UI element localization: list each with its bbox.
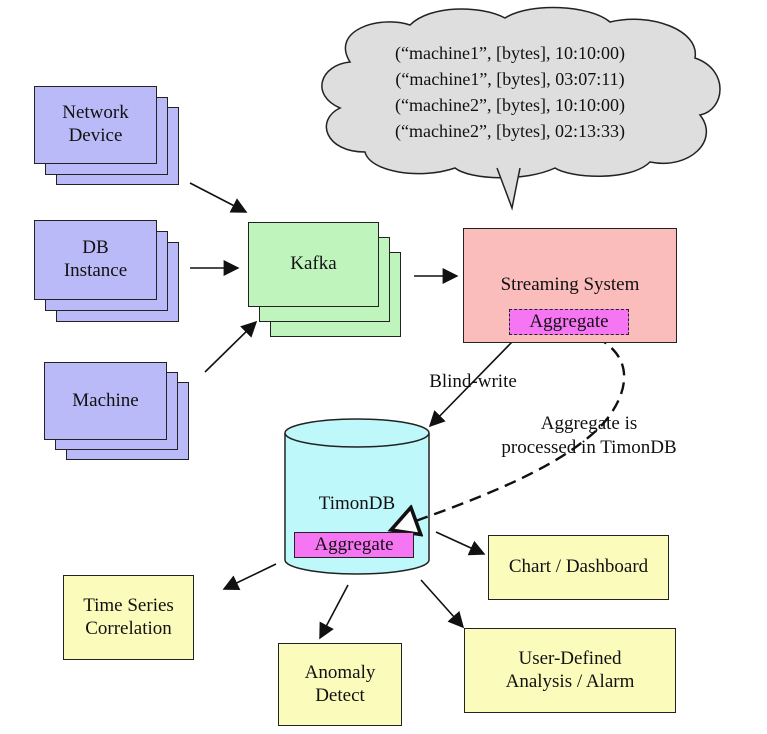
streaming-system-box: Streaming System [463, 228, 677, 343]
cloud-records: (“machine1”, [bytes], 10:10:00) (“machin… [360, 40, 660, 144]
arrow-db-anomaly [319, 584, 349, 640]
stream-aggregate-badge: Aggregate [509, 309, 629, 335]
arrow-machine-kafka [204, 320, 258, 373]
arrow-aggregate-dashed [391, 335, 626, 530]
network-device-box: Network Device [34, 86, 157, 164]
blind-write-label: Blind-write [429, 371, 517, 392]
user-defined-analysis-box: User-Defined Analysis / Alarm [464, 628, 676, 713]
db-instance-box: DB Instance [34, 220, 157, 300]
arrow-db-correlation [222, 563, 277, 590]
timondb-title: TimonDB [318, 493, 396, 514]
streaming-system-title: Streaming System [500, 274, 640, 295]
aggregate-note-label: Aggregate is processed in TimonDB [501, 413, 677, 458]
arrow-db-userdefined [420, 579, 465, 629]
chart-dashboard-box: Chart / Dashboard [488, 535, 669, 600]
arrow-stream-timondb [428, 341, 513, 428]
cloud-record: (“machine2”, [bytes], 02:13:33) [395, 121, 625, 141]
time-series-correlation-box: Time Series Correlation [63, 575, 194, 660]
machine-box: Machine [44, 362, 167, 440]
anomaly-detect-box: Anomaly Detect [278, 643, 402, 726]
kafka-box: Kafka [248, 222, 379, 307]
timondb-aggregate-badge: Aggregate [294, 532, 414, 558]
arrow-network-kafka [189, 182, 248, 213]
arrows [189, 182, 626, 640]
cloud-record: (“machine2”, [bytes], 10:10:00) [395, 95, 625, 115]
cloud-record: (“machine1”, [bytes], 03:07:11) [395, 69, 625, 89]
speech-cloud [321, 6, 721, 211]
arrow-db-chart [435, 531, 486, 556]
cloud-record: (“machine1”, [bytes], 10:10:00) [395, 43, 625, 63]
